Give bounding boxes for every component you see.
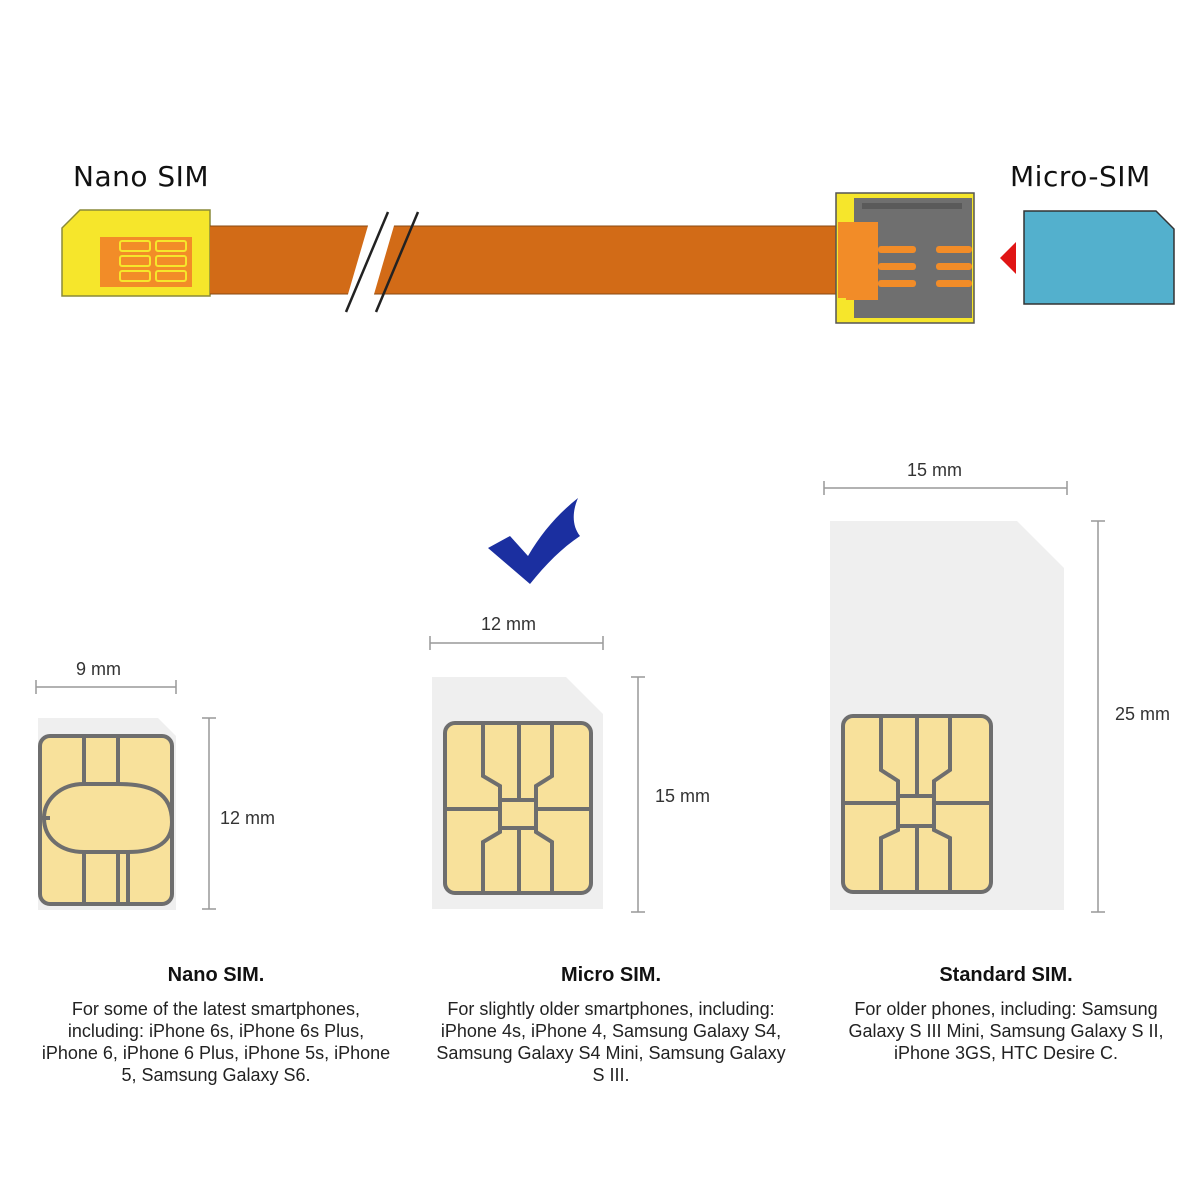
micro-sim-slot-adapter [835,192,975,324]
micro-desc-line: iPhone 4s, iPhone 4, Samsung Galaxy S4, [440,1021,782,1041]
micro-sim-card-diagram [429,636,645,913]
nano-sim-card [35,680,216,910]
micro-desc-line: Samsung Galaxy S4 Mini, Samsung Galaxy [436,1043,786,1063]
micro-sim-label: Micro-SIM [1010,160,1151,193]
nano-width-label: 9 mm [76,659,121,679]
standard-desc-line: iPhone 3GS, HTC Desire C. [893,1043,1119,1063]
micro-sim-description: For slightly older smartphones, includin… [411,998,811,1086]
check-icon [488,498,580,584]
micro-width-label: 12 mm [481,614,537,634]
nano-desc-line: including: iPhone 6s, iPhone 6s Plus, [67,1021,365,1041]
micro-height-label: 15 mm [655,786,711,806]
nano-sim-title: Nano SIM. [167,964,265,986]
standard-sim-description: For older phones, including: Samsung Gal… [806,998,1200,1064]
standard-desc-line: For older phones, including: Samsung [854,999,1158,1019]
cable-break-mark [344,211,420,313]
nano-desc-line: 5, Samsung Galaxy S6. [121,1065,311,1085]
standard-desc-line: Galaxy S III Mini, Samsung Galaxy S II, [848,1021,1164,1041]
nano-sim-description: For some of the latest smartphones, incl… [16,998,416,1086]
nano-sim-label: Nano SIM [73,160,210,193]
standard-sim-title: Standard SIM. [939,964,1073,986]
micro-sim-card [1023,210,1175,305]
arrow-left-icon [1000,242,1016,274]
nano-desc-line: iPhone 6, iPhone 6 Plus, iPhone 5s, iPho… [41,1043,391,1063]
nano-height-label: 12 mm [220,808,276,828]
standard-sim-card-diagram [823,481,1105,913]
standard-width-label: 15 mm [907,460,963,480]
standard-height-label: 25 mm [1115,704,1171,724]
nano-sim-adapter [61,209,211,297]
flex-ribbon-cable [210,225,840,295]
micro-desc-line: S III. [592,1065,630,1085]
nano-desc-line: For some of the latest smartphones, [71,999,361,1019]
micro-sim-title: Micro SIM. [560,964,661,986]
micro-desc-line: For slightly older smartphones, includin… [447,999,775,1019]
